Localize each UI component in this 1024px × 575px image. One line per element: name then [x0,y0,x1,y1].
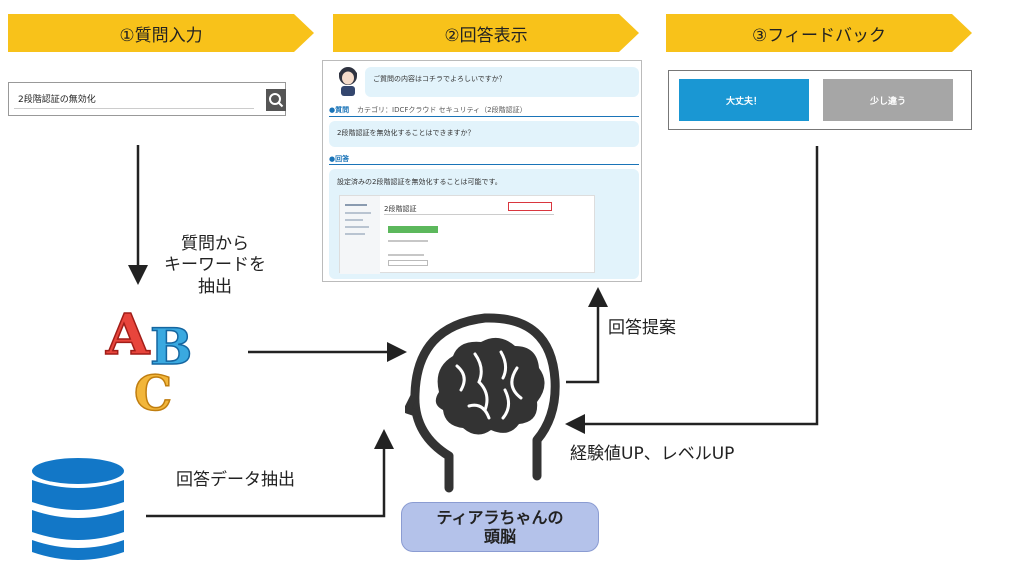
avatar-icon [339,67,357,96]
step3-label: ③フィードバック [752,25,886,46]
step2-label: ②回答表示 [444,25,528,46]
extract-data-label: 回答データ抽出 [176,470,295,490]
answer-text: 設定済みの2段階認証を無効化することは可能です。 [337,178,502,186]
arrow-database-to-brain [146,429,394,518]
screenshot-green-button [388,226,438,233]
search-input[interactable]: 2段階認証の無効化 [14,91,254,109]
database-icon [32,458,124,560]
question-section-title: ●質問 [329,106,350,114]
brain-head-icon [405,313,560,493]
screenshot-highlight-box [508,202,552,211]
greeting-text: ご質問の内容はコチラでよろしいですか？ [373,75,506,83]
category-text: カテゴリ：IDCFクラウド セキュリティ（2段階認証） [357,106,527,114]
greeting-bubble: ご質問の内容はコチラでよろしいですか？ [365,67,639,97]
answer-screenshot: 2段階認証 [339,195,595,274]
answer-bubble: 設定済みの2段階認証を無効化することは可能です。 2段階認証 [329,169,639,279]
propose-answer-label: 回答提案 [608,318,676,338]
svg-text:A: A [105,302,151,368]
banner-arrow-shape [666,14,972,52]
search-button[interactable] [266,89,286,111]
ng-button[interactable]: 少し違う [823,79,953,121]
banner-arrow-shape [333,14,639,52]
question-search-box: 2段階認証の無効化 [8,82,286,116]
answer-section-title: ●回答 [329,155,350,163]
extract-keywords-label: 質問から キーワードを 抽出 [164,234,266,297]
step3-banner: ③フィードバック [666,14,972,52]
ok-button[interactable]: 大丈夫！ [679,79,809,121]
svg-text:C: C [134,366,172,416]
tiara-brain-label: ティアラちゃんの 頭脳 [401,502,599,552]
step1-banner: ①質問入力 [8,14,314,52]
screenshot-text-line [388,254,424,256]
screenshot-small-button [388,260,428,266]
svg-text:B: B [150,317,192,376]
question-text: 2段階認証を無効化することはできますか？ [337,129,475,137]
banner-arrow-shape [8,14,314,52]
question-bubble: 2段階認証を無効化することはできますか？ [329,121,639,147]
feedback-box: 大丈夫！ 少し違う [668,70,972,130]
screenshot-sidebar [340,196,380,274]
section-divider [329,164,639,165]
abc-letters-icon: A B C [104,301,193,416]
arrow-feedback-to-brain [565,146,819,434]
level-up-label: 経験値UP、レベルUP [570,444,735,464]
section-divider [329,116,639,117]
screenshot-heading: 2段階認証 [384,205,417,213]
step2-banner: ②回答表示 [333,14,639,52]
step1-label: ①質問入力 [119,25,203,46]
screenshot-divider [384,214,554,215]
answer-panel: ご質問の内容はコチラでよろしいですか？ ●質問 カテゴリ：IDCFクラウド セキ… [322,60,642,282]
arrow-brain-to-answer [566,287,608,384]
search-icon [269,93,284,108]
screenshot-text-line [388,240,428,242]
